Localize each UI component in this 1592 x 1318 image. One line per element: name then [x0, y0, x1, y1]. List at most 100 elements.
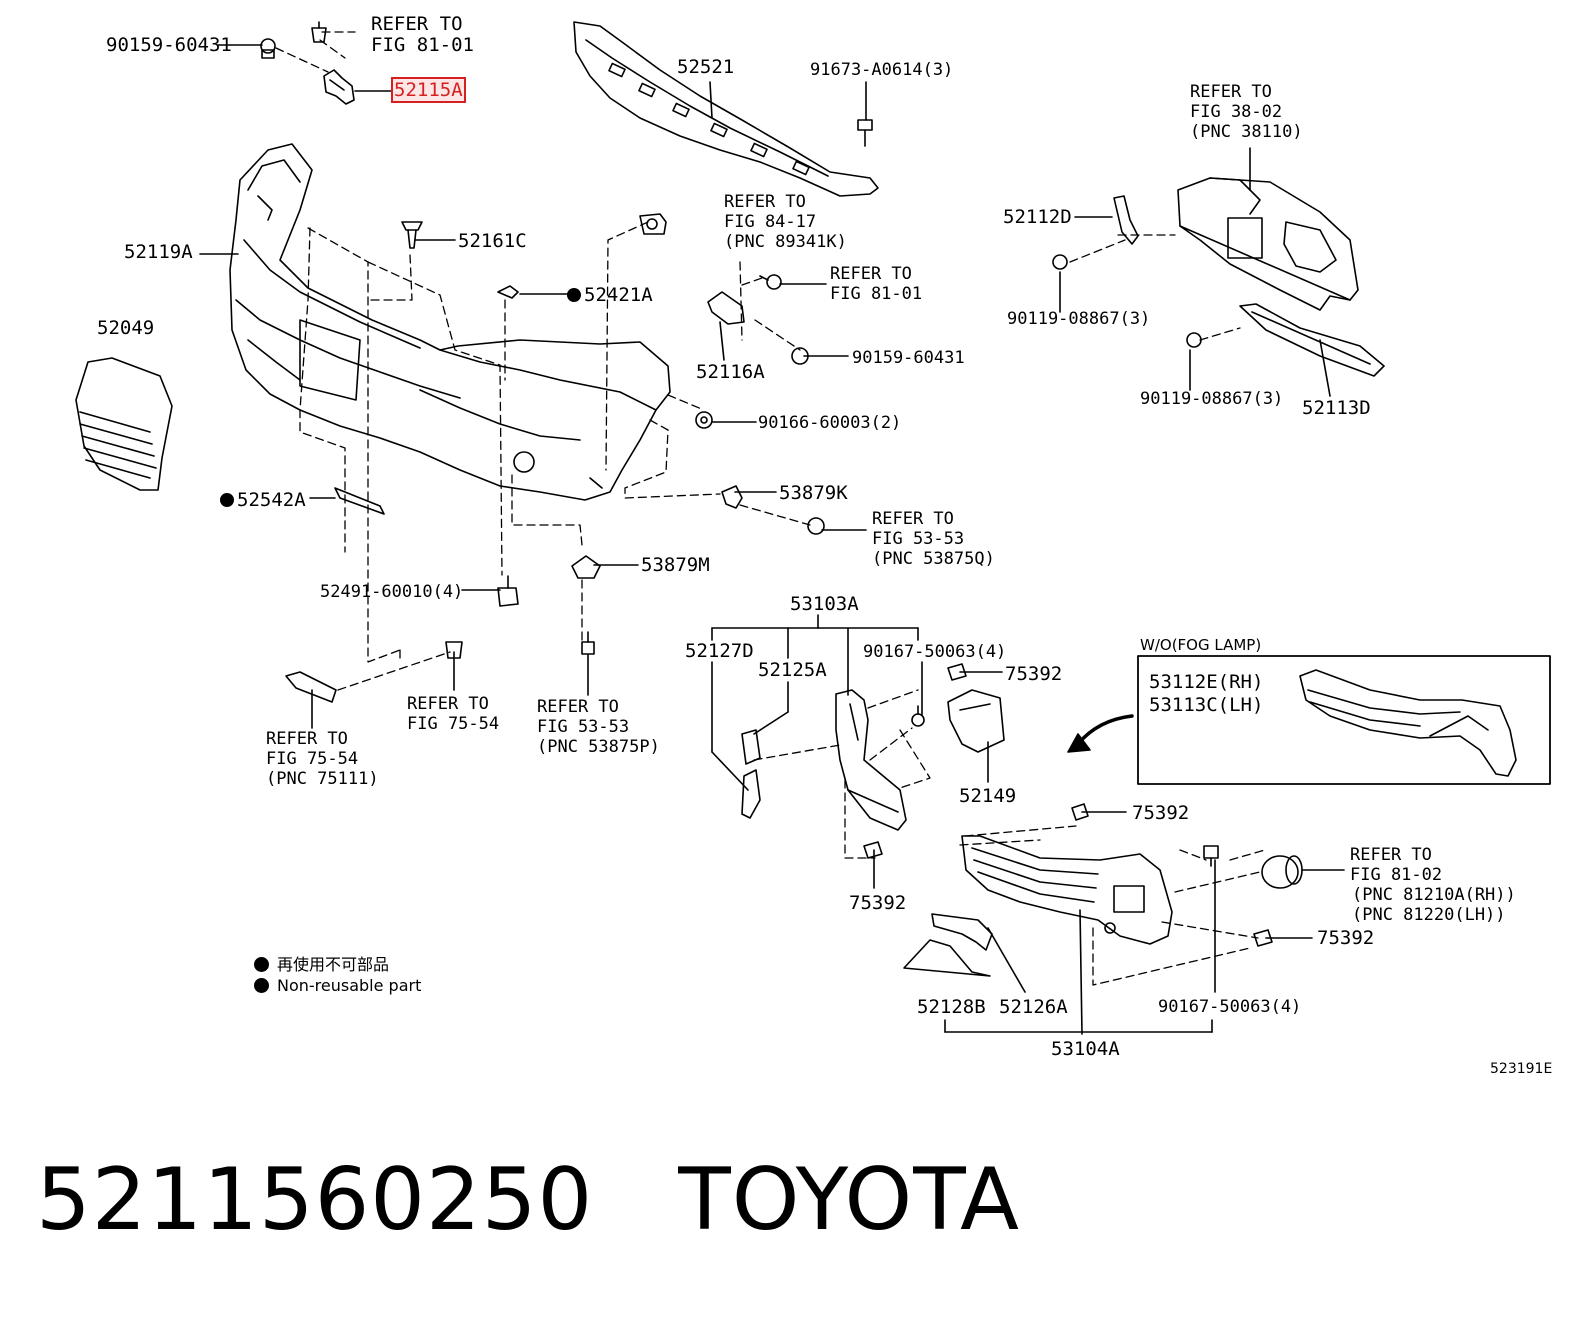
label-53113C-LH: 53113C(LH) — [1149, 694, 1264, 716]
label-90166-60003: 90166-60003(2) — [758, 413, 902, 433]
bracket-52112D — [1113, 195, 1139, 245]
non-reusable-dot — [567, 288, 581, 302]
bracket-refer-75-54-b — [285, 671, 337, 703]
clip-refer-75-54-a — [445, 641, 463, 659]
label-refer-fig-81-01-a: REFER TO FIG 81-01 — [371, 13, 474, 56]
spacer-52542A — [334, 487, 385, 515]
footer-brand: TOYOTA — [678, 1150, 1020, 1250]
bracket-52115A — [323, 69, 355, 105]
label-52491-60010: 52491-60010(4) — [320, 582, 464, 602]
label-52112D: 52112D — [1003, 206, 1072, 228]
nut-90167-a — [911, 705, 925, 727]
retainer-53879K — [721, 485, 743, 509]
bracket-52113D — [1239, 303, 1385, 377]
legend-japanese: 再使用不可部品 — [254, 951, 389, 975]
bumper-cover-52119A — [229, 143, 671, 501]
inset-grille-53112E — [1299, 669, 1517, 777]
label-53112E-RH: 53112E(RH) — [1149, 671, 1264, 693]
cover-52128B — [903, 939, 991, 977]
part-shapes — [75, 21, 1551, 977]
label-52421A-text: 52421A — [584, 284, 653, 306]
bracket-52149 — [947, 689, 1005, 753]
clip-75392-b — [1071, 803, 1089, 821]
label-52161C: 52161C — [458, 230, 527, 252]
label-52125A: 52125A — [758, 659, 827, 681]
label-52049: 52049 — [97, 317, 155, 339]
clip-refer-81-01 — [311, 21, 327, 43]
leader-lines — [199, 44, 1345, 1035]
label-refer-fig-53-53-a: REFER TO FIG 53-53 (PNC 53875Q) — [872, 509, 995, 569]
figure-code: 523191E — [1490, 1061, 1553, 1077]
label-52113D: 52113D — [1302, 397, 1371, 419]
screw-refer-53-53-b — [581, 631, 595, 655]
clip-90159-b — [791, 347, 809, 365]
label-53103A: 53103A — [790, 593, 859, 615]
reinforcement-52521 — [573, 21, 879, 197]
grille-53104A — [961, 835, 1173, 945]
fog-lamp-refer-81-02 — [1261, 855, 1303, 889]
label-52521: 52521 — [677, 56, 735, 78]
clip-refer-81-01-b — [759, 274, 782, 290]
label-refer-fig-38-02: REFER TO FIG 38-02 (PNC 38110) — [1190, 82, 1303, 142]
clip-52161C — [401, 221, 423, 249]
label-52115A: 52115A — [391, 77, 466, 103]
label-refer-fig-53-53-b: REFER TO FIG 53-53 (PNC 53875P) — [537, 697, 660, 757]
label-52542A: 52542A — [220, 490, 306, 511]
label-90159-60431-b: 90159-60431 — [852, 348, 965, 368]
cover-52125A — [741, 729, 761, 765]
label-52542A-text: 52542A — [237, 489, 306, 511]
garnish-52126A — [931, 913, 993, 951]
label-52149: 52149 — [959, 785, 1017, 807]
footer-title: 5211560250 TOYOTA — [36, 1150, 1020, 1250]
label-53879M: 53879M — [641, 554, 710, 576]
bracket-52116A — [707, 291, 745, 325]
label-52126A: 52126A — [999, 996, 1068, 1018]
label-52119A: 52119A — [124, 241, 193, 263]
label-52127D: 52127D — [685, 640, 754, 662]
label-75392-b: 75392 — [1132, 802, 1190, 824]
label-refer-fig-81-02: REFER TO FIG 81-02 — [1350, 845, 1443, 885]
label-refer-fig-75-54-b: REFER TO FIG 75-54 (PNC 75111) — [266, 729, 379, 789]
clip-75392-c — [863, 841, 883, 859]
cover-52127D — [741, 769, 761, 819]
label-pnc-81210A-81220: (PNC 81210A(RH)) (PNC 81220(LH)) — [1352, 885, 1516, 925]
label-refer-fig-81-01-b: REFER TO FIG 81-01 — [830, 264, 923, 304]
label-75392-c: 75392 — [849, 892, 907, 914]
label-53104A: 53104A — [1051, 1038, 1120, 1060]
label-90167-50063-a: 90167-50063(4) — [863, 642, 1007, 662]
emblem-52049 — [75, 357, 173, 491]
sensor-refer-84-17 — [639, 213, 667, 235]
highlighted-part-52115A: 52115A — [391, 77, 466, 103]
non-reusable-dot — [220, 493, 234, 507]
label-90167-50063-b: 90167-50063(4) — [1158, 997, 1302, 1017]
bolt-90119-a — [1052, 254, 1068, 270]
label-75392-a: 75392 — [1005, 663, 1063, 685]
inset-box — [1137, 655, 1551, 785]
label-90119-08867-b: 90119-08867(3) — [1140, 389, 1284, 409]
label-75392-d: 75392 — [1317, 927, 1375, 949]
retainer-53879M — [571, 555, 601, 579]
legend-dot — [254, 978, 269, 993]
phantom-lines — [275, 31, 1266, 986]
clip-refer-53-53-a — [807, 517, 825, 535]
inset-title: W/O(FOG LAMP) — [1140, 636, 1262, 654]
absorber-refer-38-02 — [1177, 177, 1359, 311]
label-90159-60431-a: 90159-60431 — [106, 34, 232, 56]
nut-90167-b — [1203, 845, 1219, 867]
label-91673-A0614: 91673-A0614(3) — [810, 60, 954, 80]
label-52116A: 52116A — [696, 361, 765, 383]
legend-dot — [254, 957, 269, 972]
label-52421A: 52421A — [567, 285, 653, 306]
legend-en-text: Non-reusable part — [277, 976, 422, 995]
inset-arrow — [1067, 714, 1134, 753]
bolt-90119-b — [1186, 332, 1202, 348]
legend-english: Non-reusable part — [254, 976, 421, 995]
label-52128B: 52128B — [917, 996, 986, 1018]
label-53879K: 53879K — [779, 482, 848, 504]
bolt-91673 — [857, 119, 873, 147]
support-53103A — [835, 689, 907, 831]
clip-75392-a — [947, 663, 967, 681]
nut-90166 — [695, 411, 713, 429]
